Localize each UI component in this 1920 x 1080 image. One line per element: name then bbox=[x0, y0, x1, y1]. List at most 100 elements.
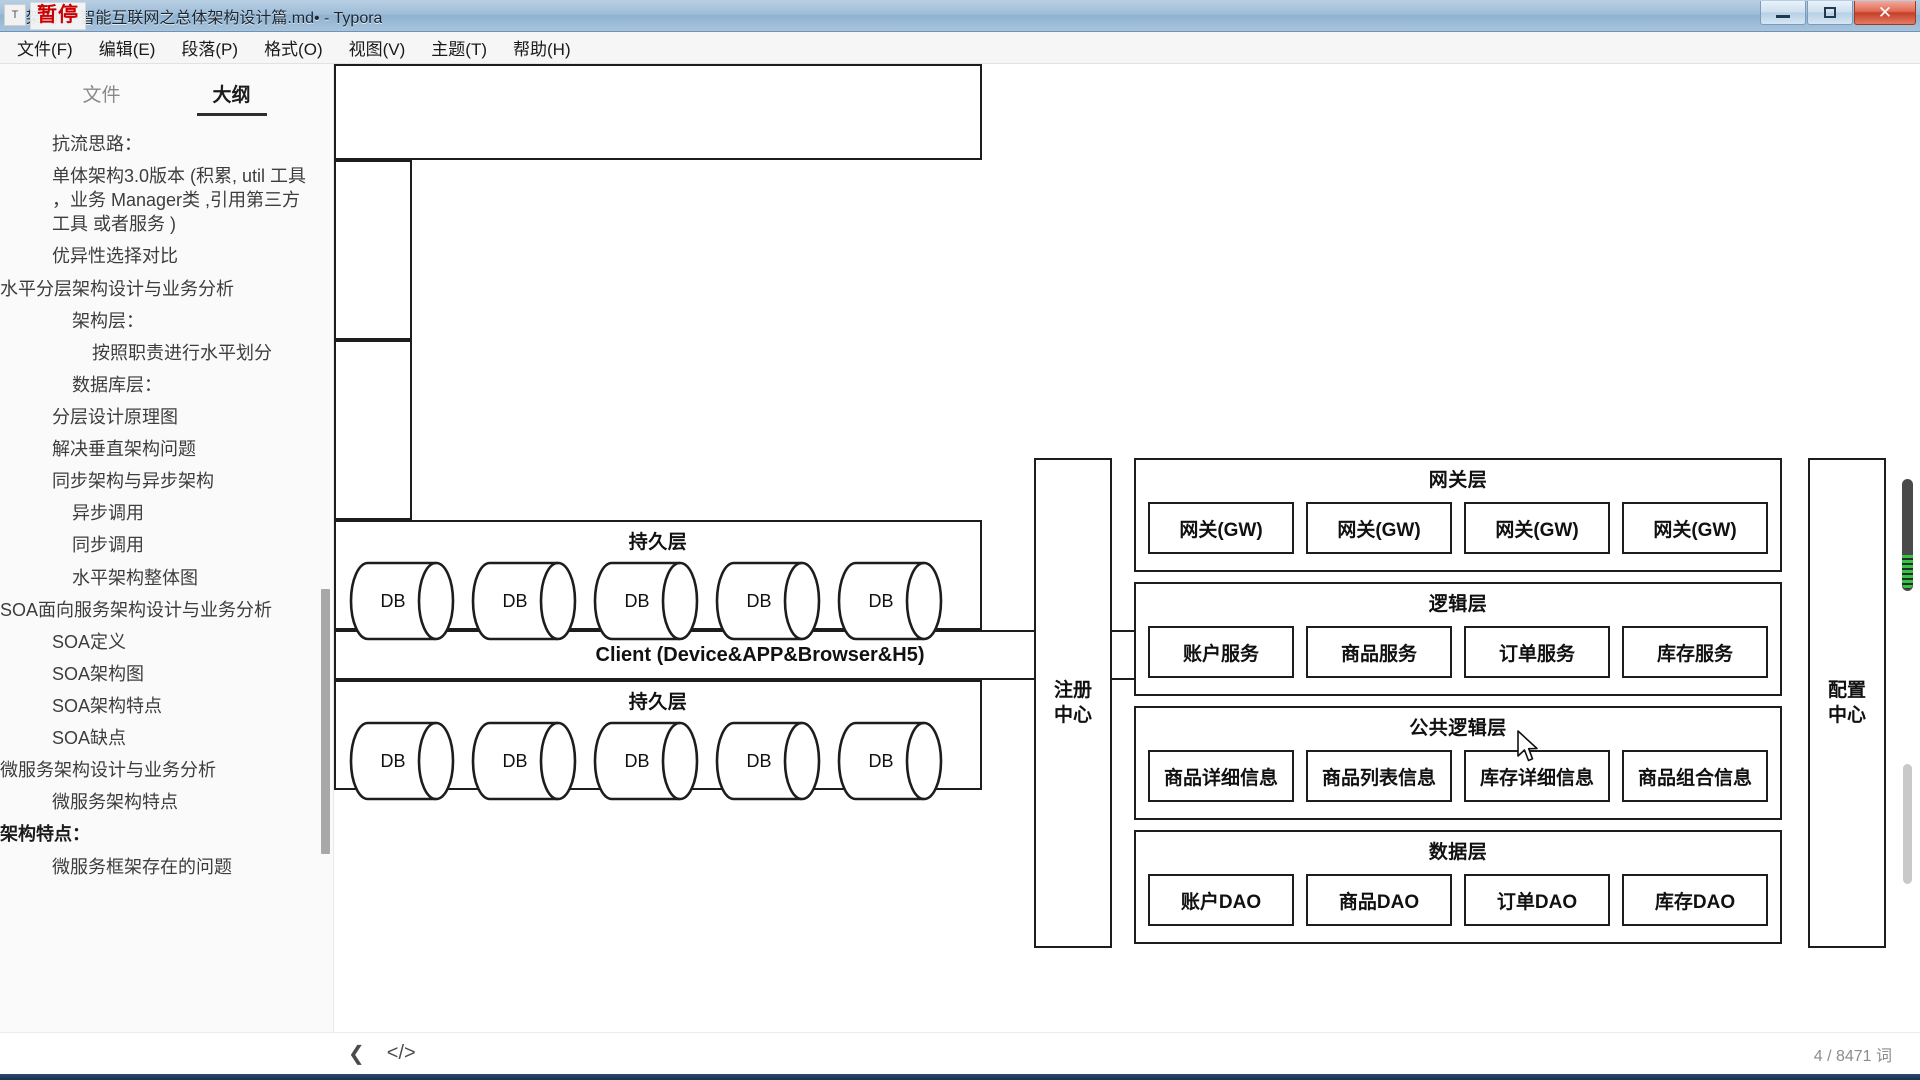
db-node: DB bbox=[836, 720, 944, 802]
db-node: DB bbox=[470, 560, 578, 642]
menu-paragraph[interactable]: 段落(P) bbox=[181, 40, 239, 59]
db-label: DB bbox=[380, 590, 406, 611]
recording-pause-badge[interactable]: 暂停 bbox=[30, 2, 86, 30]
outline-item[interactable]: 按照职责进行水平划分 bbox=[92, 342, 272, 363]
bottom-persistence-layer-title: 持久层 bbox=[628, 692, 688, 713]
outline-item[interactable]: 解决垂直架构问题 bbox=[52, 439, 196, 460]
client-bar-label: Client (Device&APP&Browser&H5) bbox=[595, 643, 925, 666]
statusbar-left-tools[interactable]: ❮ </> bbox=[348, 1041, 416, 1066]
menu-file[interactable]: 文件(F) bbox=[17, 40, 73, 59]
outline-item[interactable]: 架构特点： bbox=[0, 824, 90, 845]
outline-item[interactable]: 单体架构3.0版本 (积累, util 工具 ，业务 Manager类 ,引用第… bbox=[52, 166, 307, 235]
editor-scrollbar-track[interactable] bbox=[1902, 64, 1917, 1042]
outline-item[interactable]: 微服务架构特点 bbox=[52, 792, 178, 813]
diagram-node: 账户服务 bbox=[1148, 626, 1294, 678]
outline-item[interactable]: 微服务框架存在的问题 bbox=[52, 856, 232, 877]
sidebar-tabs[interactable]: 文件 大纲 bbox=[0, 64, 333, 116]
diagram-node: 网关(GW) bbox=[1622, 502, 1768, 554]
diagram-layer: 公共逻辑层商品详细信息商品列表信息库存详细信息商品组合信息 bbox=[1134, 706, 1782, 820]
minimize-button[interactable] bbox=[1760, 1, 1806, 25]
outline-item[interactable]: 架构层： bbox=[72, 310, 144, 331]
db-node: DB bbox=[348, 720, 456, 802]
menu-view[interactable]: 视图(V) bbox=[348, 40, 406, 59]
outline-item[interactable]: 数据库层： bbox=[72, 374, 162, 395]
diagram-node: 订单DAO bbox=[1464, 874, 1610, 926]
diagram-node: 商品DAO bbox=[1306, 874, 1452, 926]
outline-item[interactable]: SOA面向服务架构设计与业务分析 bbox=[0, 599, 273, 620]
minimize-icon bbox=[1776, 14, 1790, 18]
diagram-layer: 网关层网关(GW)网关(GW)网关(GW)网关(GW) bbox=[1134, 458, 1782, 572]
window-title: 架构课-智能互联网之总体架构设计篇.md• - Typora bbox=[26, 9, 383, 27]
menu-theme[interactable]: 主题(T) bbox=[431, 40, 487, 59]
outline-item[interactable]: 同步架构与异步架构 bbox=[52, 471, 214, 492]
db-node: DB bbox=[714, 560, 822, 642]
diagram-node: 商品详细信息 bbox=[1148, 750, 1294, 802]
outline-item[interactable]: 分层设计原理图 bbox=[52, 406, 178, 427]
diagram-node: 网关(GW) bbox=[1306, 502, 1452, 554]
word-count-label: 4 / 8471 词 bbox=[1813, 1047, 1892, 1065]
registry-center-line1: 注册 bbox=[1053, 679, 1092, 701]
db-label: DB bbox=[868, 750, 894, 771]
diagram-node: 账户DAO bbox=[1148, 874, 1294, 926]
diagram-layer: 逻辑层账户服务商品服务订单服务库存服务 bbox=[1134, 582, 1782, 696]
tab-outline[interactable]: 大纲 bbox=[196, 80, 267, 116]
outline-item[interactable]: SOA定义 bbox=[52, 631, 127, 652]
menubar[interactable]: 文件(F) 编辑(E) 段落(P) 格式(O) 视图(V) 主题(T) 帮助(H… bbox=[0, 32, 1920, 64]
menu-edit[interactable]: 编辑(E) bbox=[98, 40, 156, 59]
diagram-node: 商品列表信息 bbox=[1306, 750, 1452, 802]
top-diagram-residual-box bbox=[334, 64, 982, 160]
outline-item[interactable]: SOA架构图 bbox=[52, 663, 145, 684]
diagram-node: 库存服务 bbox=[1622, 626, 1768, 678]
top-persistence-layer-title: 持久层 bbox=[628, 532, 688, 553]
db-label: DB bbox=[746, 590, 772, 611]
scrollbar-progress-indicator bbox=[1902, 555, 1913, 589]
window-titlebar[interactable]: 架构课-智能互联网之总体架构设计篇.md• - Typora T 暂停 ✕ bbox=[0, 0, 1920, 32]
editor-scrollbar-secondary-thumb[interactable] bbox=[1903, 764, 1912, 884]
tab-files[interactable]: 文件 bbox=[82, 85, 121, 106]
taskbar-strip bbox=[0, 1074, 1920, 1080]
restore-icon bbox=[1824, 7, 1836, 18]
outline-item[interactable]: 抗流思路： bbox=[52, 134, 142, 154]
diagram-layer-nodes: 账户服务商品服务订单服务库存服务 bbox=[1136, 616, 1780, 678]
diagram-layer-title: 数据层 bbox=[1428, 842, 1488, 863]
workspace: 文件 大纲 抗流思路： 单体架构3.0版本 (积累, util 工具 ，业务 Ma… bbox=[0, 64, 1920, 1042]
close-button[interactable]: ✕ bbox=[1854, 1, 1916, 25]
sidebar-scrollbar-thumb[interactable] bbox=[321, 589, 330, 854]
outline-item[interactable]: SOA缺点 bbox=[52, 728, 127, 749]
window-controls[interactable]: ✕ bbox=[1759, 1, 1916, 27]
sidebar: 文件 大纲 抗流思路： 单体架构3.0版本 (积累, util 工具 ，业务 Ma… bbox=[0, 64, 334, 1042]
menu-format[interactable]: 格式(O) bbox=[264, 40, 323, 59]
code-icon[interactable]: </> bbox=[386, 1042, 416, 1064]
diagram-node: 商品组合信息 bbox=[1622, 750, 1768, 802]
db-node: DB bbox=[592, 720, 700, 802]
config-center-column: 配置 中心 bbox=[1808, 458, 1886, 948]
menu-help[interactable]: 帮助(H) bbox=[513, 40, 571, 59]
db-node: DB bbox=[592, 560, 700, 642]
top-diagram-left-column bbox=[334, 160, 412, 340]
db-node: DB bbox=[470, 720, 578, 802]
outline-item[interactable]: 水平分层架构设计与业务分析 bbox=[0, 278, 234, 299]
db-node: DB bbox=[348, 560, 456, 642]
editor-scrollbar-thumb[interactable] bbox=[1902, 479, 1913, 591]
diagram-node: 库存详细信息 bbox=[1464, 750, 1610, 802]
outline-item[interactable]: 同步调用 bbox=[72, 535, 144, 556]
diagram-node: 商品服务 bbox=[1306, 626, 1452, 678]
outline-item[interactable]: 优异性选择对比 bbox=[52, 246, 178, 267]
chevron-left-icon[interactable]: ❮ bbox=[348, 1043, 365, 1065]
outline-list[interactable]: 抗流思路： 单体架构3.0版本 (积累, util 工具 ，业务 Manager类… bbox=[0, 116, 333, 883]
db-label: DB bbox=[624, 590, 650, 611]
outline-item[interactable]: 异步调用 bbox=[72, 503, 144, 524]
outline-item[interactable]: 水平架构整体图 bbox=[72, 567, 198, 588]
restore-button[interactable] bbox=[1807, 1, 1853, 25]
diagram-node: 网关(GW) bbox=[1148, 502, 1294, 554]
registry-center-line2: 中心 bbox=[1053, 705, 1092, 726]
outline-item[interactable]: SOA架构特点 bbox=[52, 695, 163, 716]
outline-item[interactable]: 微服务架构设计与业务分析 bbox=[0, 760, 216, 781]
